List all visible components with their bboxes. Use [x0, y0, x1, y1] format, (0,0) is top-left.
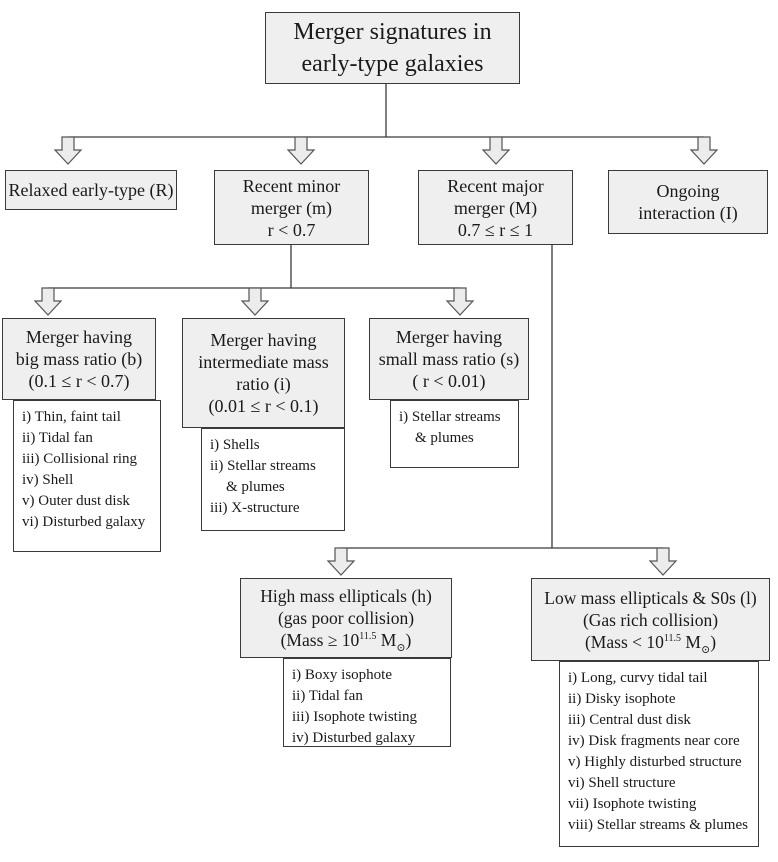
- down-arrow-icon: [240, 287, 270, 316]
- int-line3: ratio (i): [236, 374, 291, 394]
- root-box: Merger signatures in early-type galaxies: [265, 12, 520, 84]
- high-mass-exponent: 11.5: [359, 631, 377, 642]
- recent-major-merger-box: Recent major merger (M) 0.7 ≤ r ≤ 1: [418, 170, 573, 245]
- list-item: iv) Disk fragments near core: [568, 733, 740, 749]
- list-item: ii) Tidal fan: [22, 430, 93, 446]
- down-arrow-icon: [286, 136, 316, 165]
- major-line3: 0.7 ≤ r ≤ 1: [457, 219, 534, 240]
- list-item: vi) Disturbed galaxy: [22, 514, 146, 530]
- ongoing-line1: Ongoing: [656, 181, 720, 201]
- list-item: i) Stellar streams: [399, 409, 501, 425]
- high-line2: (gas poor collision): [277, 608, 415, 628]
- relaxed-early-type-box: Relaxed early-type (R): [5, 170, 177, 210]
- down-arrow-icon: [53, 136, 83, 165]
- list-item: viii) Stellar streams & plumes: [568, 817, 748, 833]
- down-arrow-icon: [689, 136, 719, 165]
- big-line1: Merger having: [25, 327, 133, 347]
- big-line3: (0.1 ≤ r < 0.7): [28, 371, 130, 391]
- list-item: iii) Collisional ring: [22, 451, 137, 467]
- high-mass-ellipticals-signatures: i) Boxy isophote ii) Tidal fan iii) Isop…: [283, 658, 451, 747]
- low-mass-unit: M: [681, 631, 701, 652]
- sun-symbol-icon: ⊙: [700, 643, 711, 656]
- low-mass-exponent: 11.5: [663, 632, 682, 644]
- int-line4: (0.01 ≤ r < 0.1): [208, 396, 319, 416]
- root-title-line2: early-type galaxies: [301, 51, 484, 77]
- high-mass-unit: M: [376, 630, 397, 650]
- list-item: vii) Isophote twisting: [568, 796, 697, 812]
- high-mass-suffix: ): [405, 630, 412, 650]
- sun-symbol-icon: ⊙: [396, 642, 406, 654]
- list-item: iv) Disturbed galaxy: [292, 730, 416, 746]
- list-item: i) Thin, faint tail: [22, 409, 121, 425]
- low-line2: (Gas rich collision): [582, 609, 719, 630]
- list-item: vi) Shell structure: [568, 775, 676, 791]
- list-item: iii) Isophote twisting: [292, 709, 417, 725]
- small-line3: ( r < 0.01): [412, 371, 486, 391]
- intermediate-mass-ratio-signatures: i) Shells ii) Stellar streams & plumes i…: [201, 428, 345, 531]
- intermediate-mass-ratio-box: Merger having intermediate mass ratio (i…: [182, 318, 345, 428]
- big-mass-ratio-box: Merger having big mass ratio (b) (0.1 ≤ …: [2, 318, 156, 400]
- list-item: v) Outer dust disk: [22, 493, 130, 509]
- low-line1: Low mass ellipticals & S0s (l): [544, 587, 757, 608]
- list-item: & plumes: [226, 479, 285, 495]
- small-mass-ratio-signatures: i) Stellar streams & plumes: [390, 400, 519, 468]
- list-item: v) Highly disturbed structure: [568, 754, 742, 770]
- list-item: ii) Disky isophote: [568, 691, 676, 707]
- relaxed-label: Relaxed early-type (R): [8, 180, 174, 200]
- int-line2: intermediate mass: [198, 352, 329, 372]
- down-arrow-icon: [33, 287, 63, 316]
- small-mass-ratio-box: Merger having small mass ratio (s) ( r <…: [369, 318, 529, 400]
- list-item: i) Shells: [210, 437, 260, 453]
- high-mass-ellipticals-box: High mass ellipticals (h) (gas poor coll…: [240, 578, 452, 658]
- recent-minor-merger-box: Recent minor merger (m) r < 0.7: [214, 170, 369, 245]
- major-line1: Recent major: [447, 175, 544, 196]
- ongoing-line2: interaction (I): [638, 203, 738, 223]
- list-item: ii) Tidal fan: [292, 688, 363, 704]
- minor-line2: merger (m): [250, 197, 333, 218]
- small-line2: small mass ratio (s): [378, 349, 520, 369]
- low-mass-line: (Mass < 1011.5 M⊙): [584, 631, 717, 656]
- list-item: iii) Central dust disk: [568, 712, 691, 728]
- down-arrow-icon: [445, 287, 475, 316]
- ongoing-interaction-box: Ongoing interaction (I): [608, 170, 768, 234]
- big-line2: big mass ratio (b): [15, 349, 143, 369]
- small-line1: Merger having: [395, 327, 503, 347]
- list-item: & plumes: [415, 430, 474, 446]
- root-title-line1: Merger signatures in: [293, 19, 492, 45]
- minor-line1: Recent minor: [242, 175, 341, 196]
- low-mass-ellipticals-signatures: i) Long, curvy tidal tail ii) Disky isop…: [559, 661, 759, 847]
- int-line1: Merger having: [210, 330, 317, 350]
- down-arrow-icon: [648, 547, 678, 576]
- list-item: i) Long, curvy tidal tail: [568, 670, 708, 686]
- low-mass-ellipticals-box: Low mass ellipticals & S0s (l) (Gas rich…: [531, 578, 770, 661]
- list-item: iii) X-structure: [210, 500, 300, 516]
- list-item: iv) Shell: [22, 472, 74, 488]
- list-item: ii) Stellar streams: [210, 458, 316, 474]
- high-mass-prefix: (Mass ≥ 10: [280, 630, 360, 650]
- high-line1: High mass ellipticals (h): [260, 586, 432, 606]
- big-mass-ratio-signatures: i) Thin, faint tail ii) Tidal fan iii) C…: [13, 400, 161, 552]
- high-mass-line: (Mass ≥ 1011.5 M⊙): [280, 629, 412, 654]
- low-mass-prefix: (Mass < 10: [584, 631, 664, 652]
- down-arrow-icon: [481, 136, 511, 165]
- major-line2: merger (M): [453, 197, 538, 218]
- down-arrow-icon: [326, 547, 356, 576]
- list-item: i) Boxy isophote: [292, 667, 392, 683]
- minor-line3: r < 0.7: [267, 219, 316, 240]
- low-mass-suffix: ): [710, 631, 717, 652]
